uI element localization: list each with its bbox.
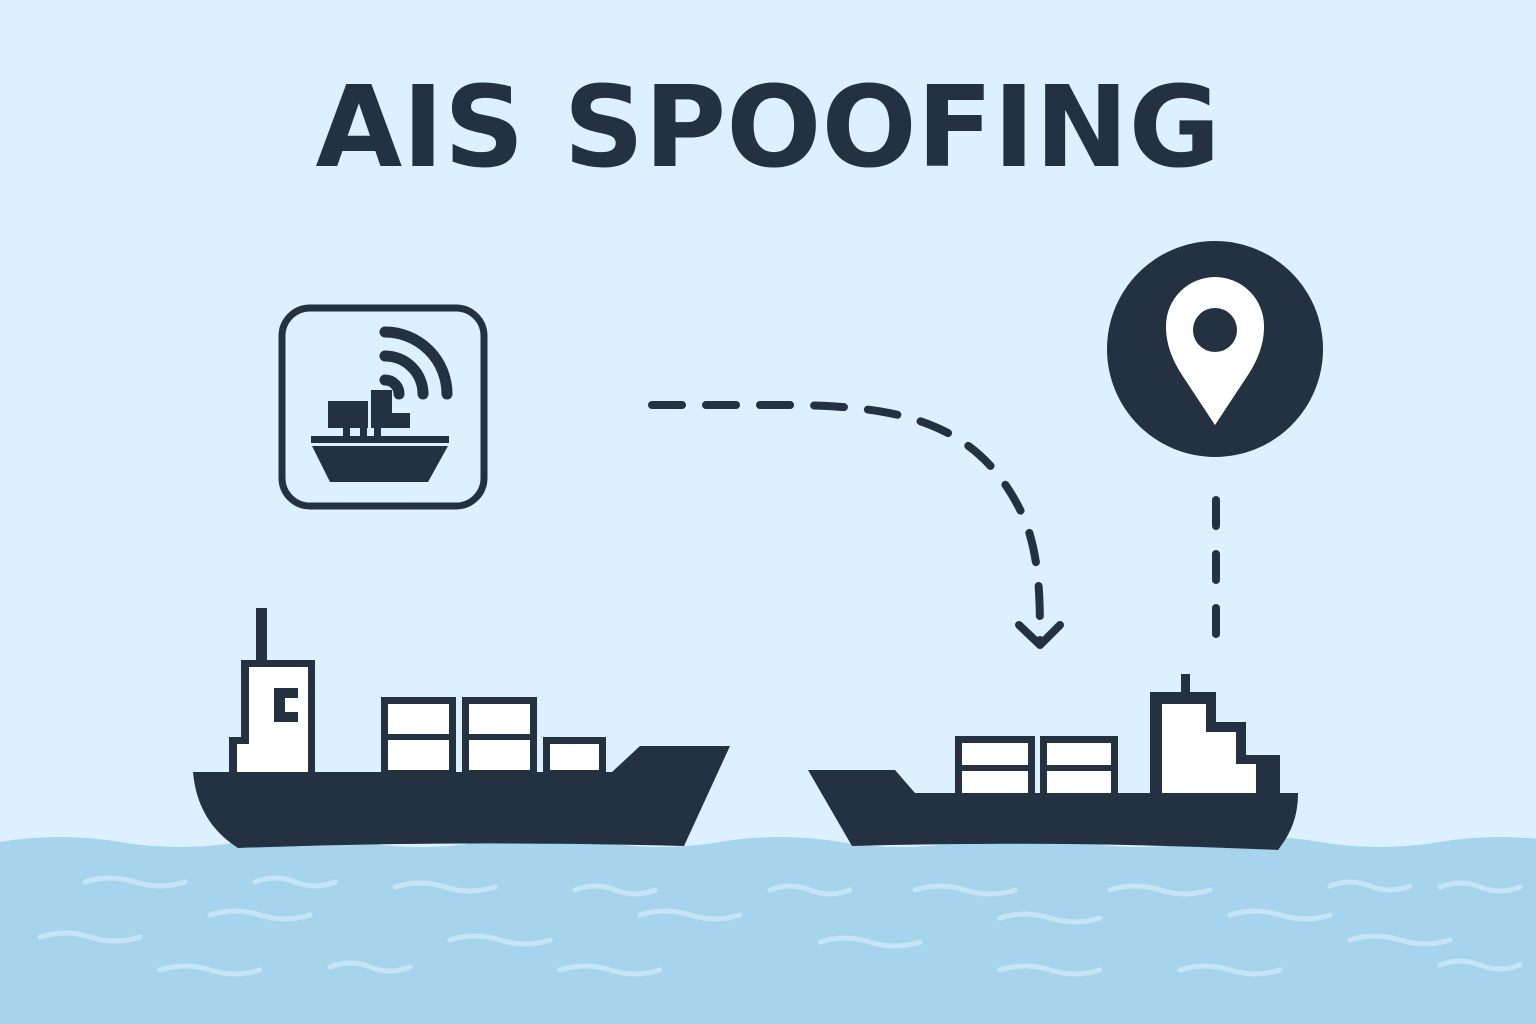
spoofed-vessel-ship — [808, 674, 1298, 850]
real-vessel-ship — [193, 608, 730, 848]
sea-ripples — [37, 875, 1523, 977]
sea — [0, 837, 1536, 1024]
ship-signal-icon — [278, 304, 488, 510]
page-title: AIS SPOOFING — [315, 63, 1221, 193]
spoof-signal-arrow — [648, 401, 1064, 649]
location-pin-icon — [1107, 241, 1323, 457]
